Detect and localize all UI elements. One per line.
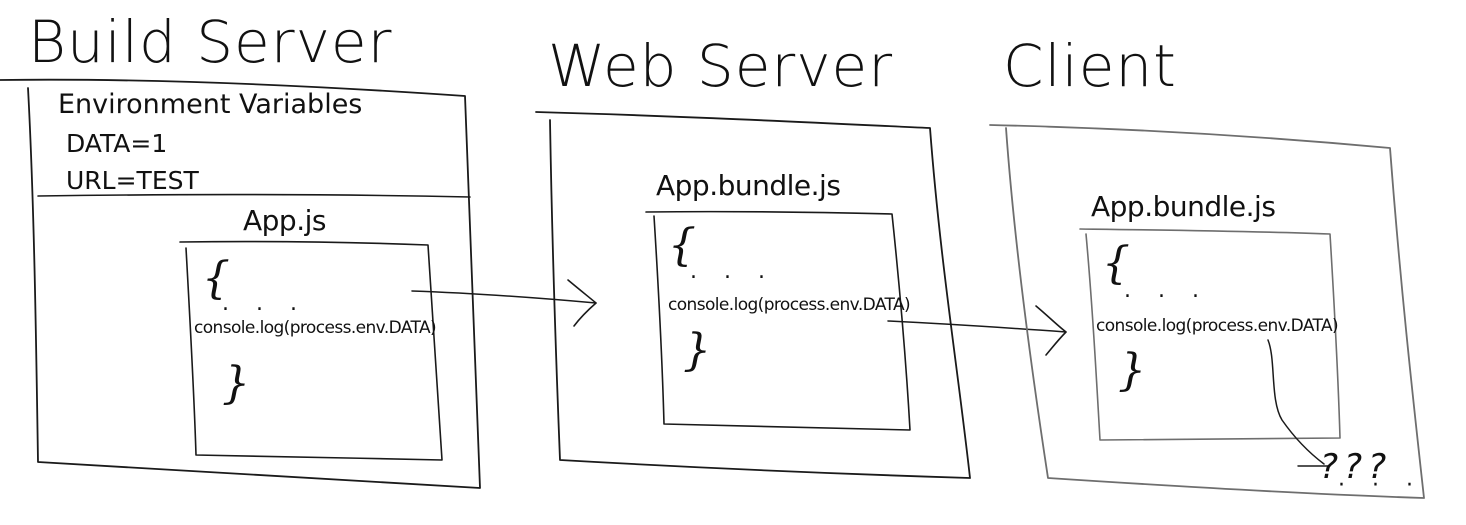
env-var-data: DATA=1 bbox=[66, 129, 167, 158]
build-file-name: App.js bbox=[243, 204, 326, 237]
web-code-statement: console.log(process.env.DATA) bbox=[668, 295, 910, 315]
build-code-ellipsis: . . . bbox=[222, 291, 307, 316]
build-code-statement: console.log(process.env.DATA) bbox=[194, 318, 436, 338]
env-divider bbox=[37, 193, 471, 198]
env-vars-heading: Environment Variables bbox=[58, 89, 362, 120]
client-file-box bbox=[1079, 228, 1341, 441]
build-code-open-brace: { bbox=[202, 253, 230, 304]
build-server-title: Build Server bbox=[28, 8, 392, 76]
web-code-close-brace: } bbox=[683, 325, 711, 376]
web-server-title: Web Server bbox=[548, 32, 893, 100]
build-server-stage: Build Server Environment Variables DATA=… bbox=[0, 8, 481, 489]
env-var-url: URL=TEST bbox=[66, 166, 199, 195]
client-title: Client bbox=[1003, 32, 1177, 100]
client-code-ellipsis: . . . bbox=[1124, 278, 1209, 303]
web-code-open-brace: { bbox=[668, 220, 696, 271]
client-frame bbox=[989, 124, 1425, 499]
build-code-close-brace: } bbox=[222, 358, 250, 409]
arrow-web-to-client bbox=[887, 305, 1067, 356]
client-code-statement: console.log(process.env.DATA) bbox=[1096, 316, 1338, 336]
client-stage: Client App.bundle.js { . . . console.log… bbox=[989, 32, 1425, 499]
web-file-box bbox=[645, 210, 911, 431]
client-file-name: App.bundle.js bbox=[1091, 190, 1275, 223]
client-output-squiggle bbox=[1267, 339, 1325, 465]
build-file-box bbox=[179, 240, 443, 461]
client-code-open-brace: { bbox=[1102, 238, 1130, 289]
web-server-stage: Web Server App.bundle.js { . . . console… bbox=[535, 32, 971, 479]
client-code-close-brace: } bbox=[1118, 345, 1146, 396]
client-unknown-output: ??? bbox=[1320, 447, 1392, 487]
web-file-name: App.bundle.js bbox=[656, 169, 840, 202]
web-code-ellipsis: . . . bbox=[690, 259, 775, 284]
arrow-build-to-web bbox=[411, 279, 597, 327]
build-server-frame bbox=[0, 78, 481, 489]
client-unknown-dots: · · · bbox=[1338, 473, 1423, 498]
web-server-frame bbox=[535, 111, 971, 479]
